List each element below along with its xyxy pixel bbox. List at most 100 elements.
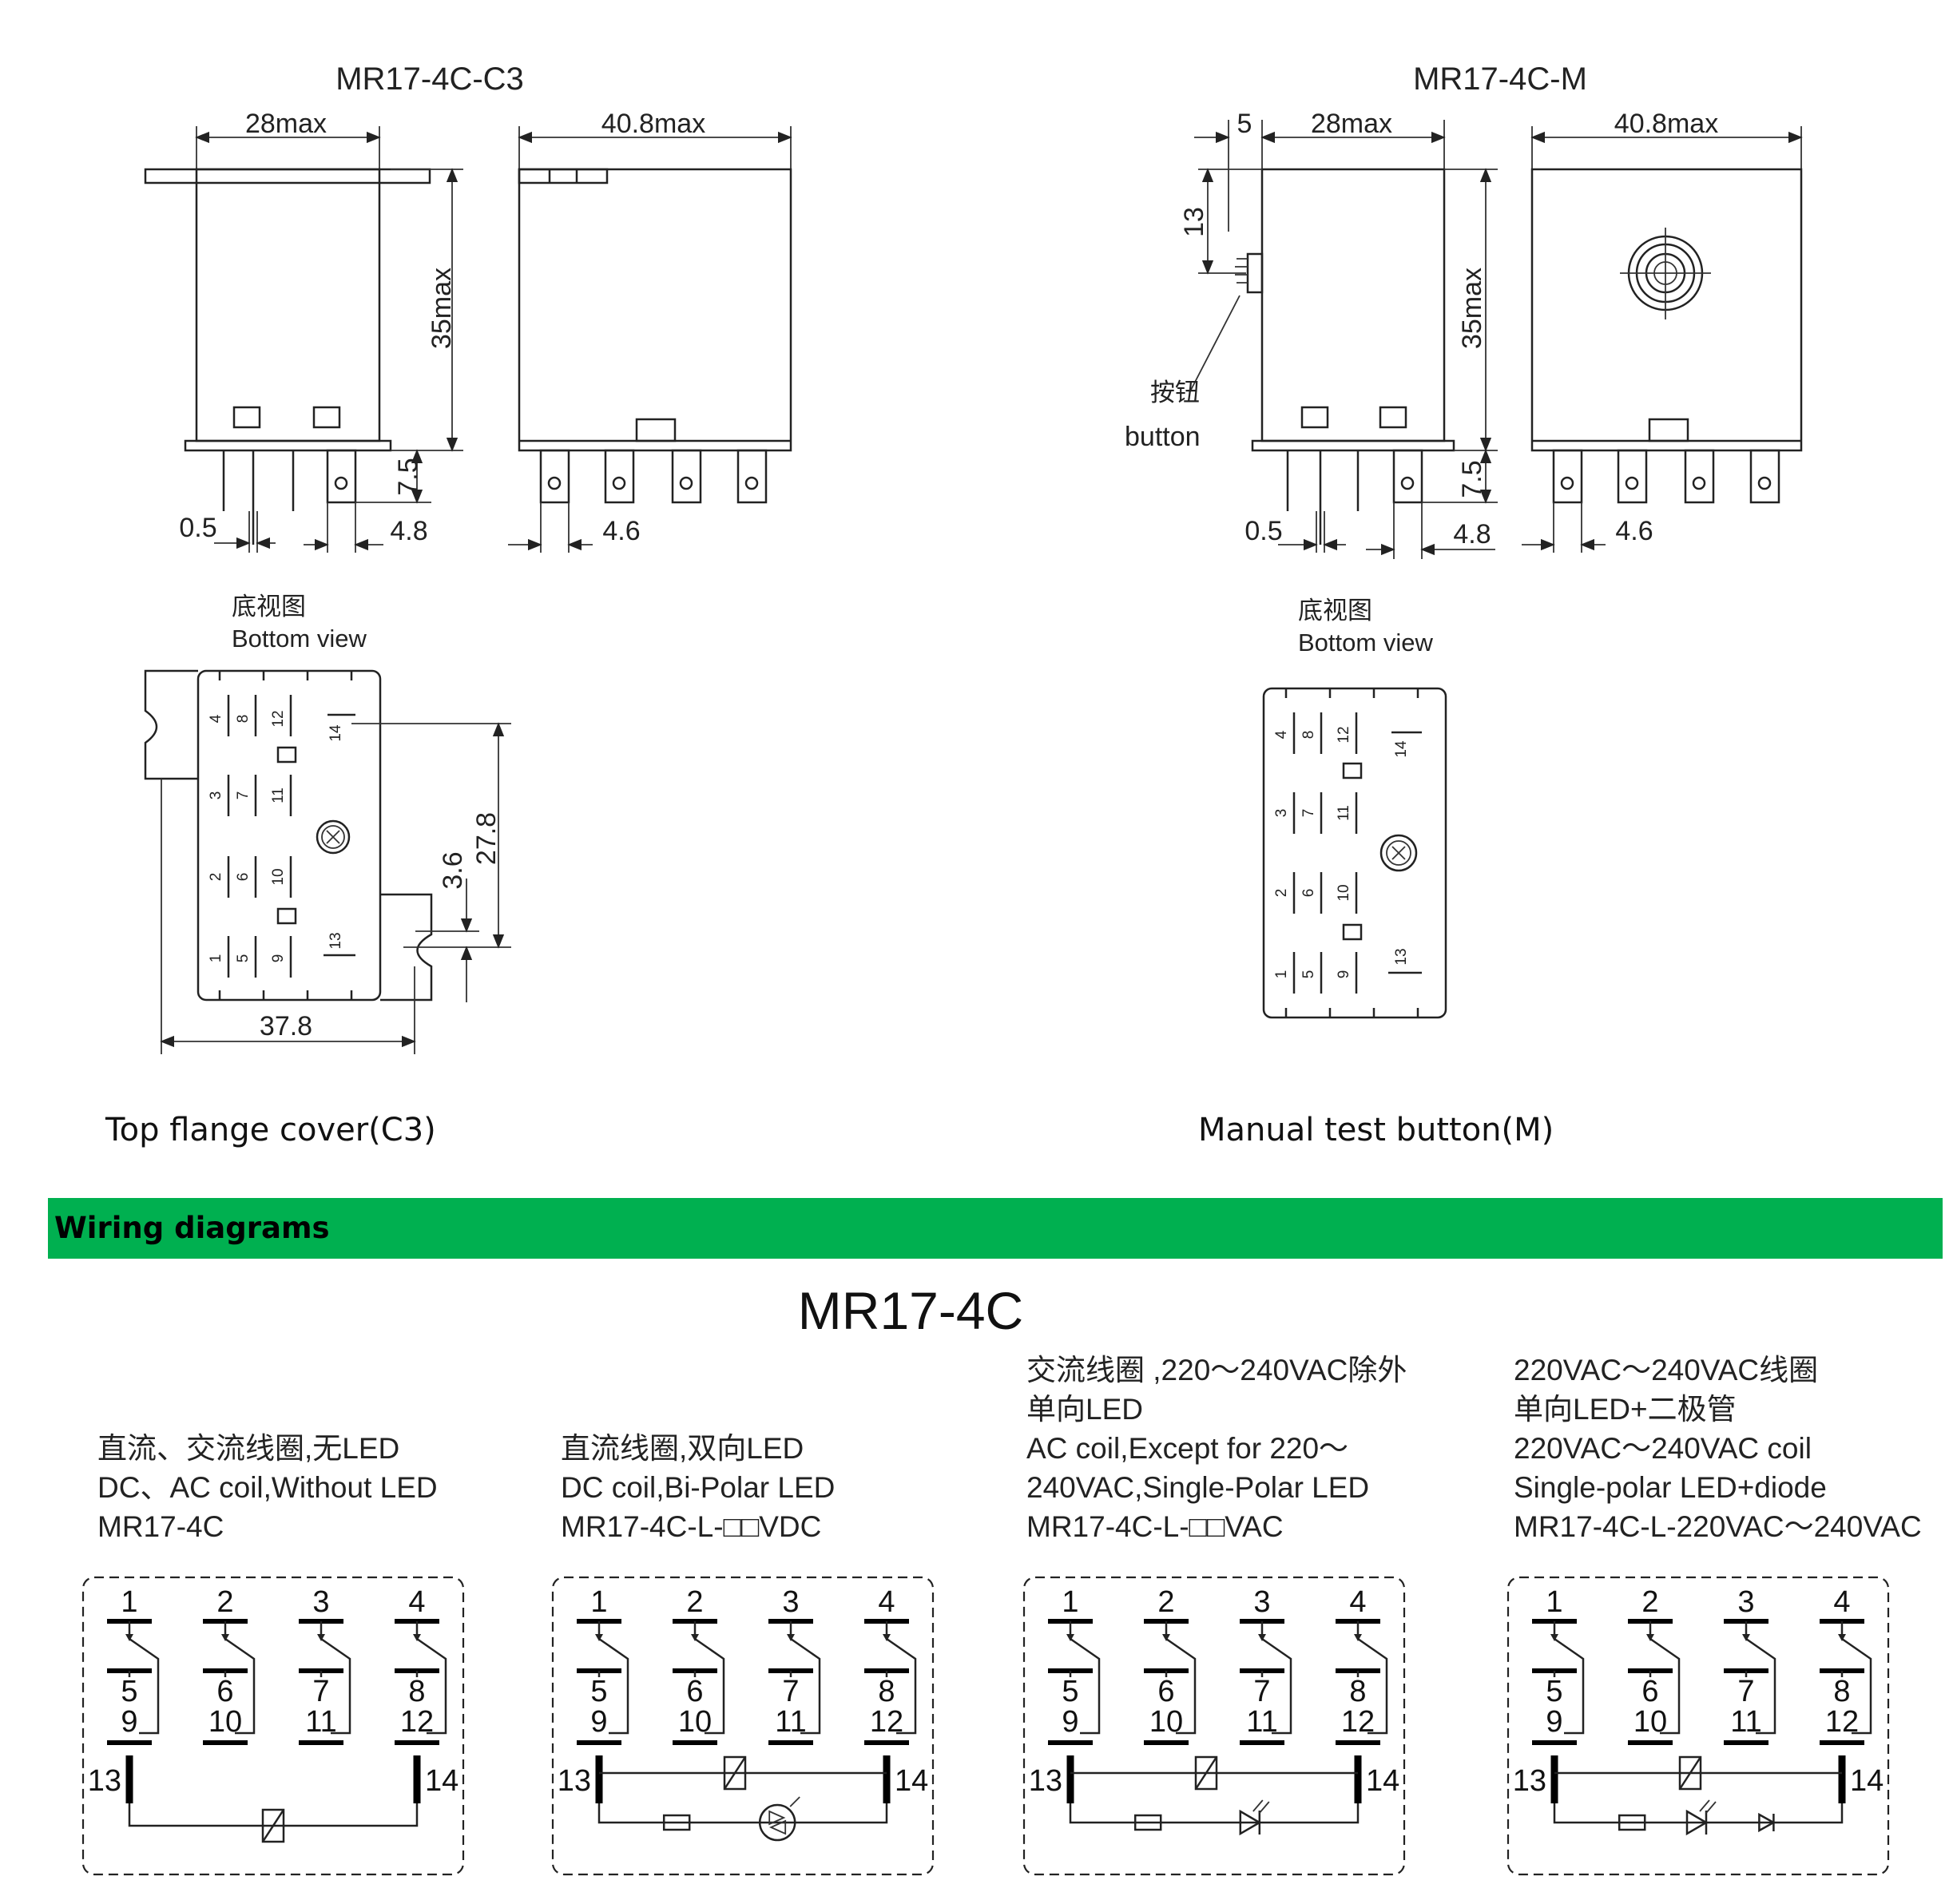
moving-contact-arm [598,1637,629,1735]
led-ray [1699,1799,1710,1812]
m-test-button-front [1620,228,1711,319]
terminal-12: 12 [870,1705,903,1739]
c3-dim-35max: 35max [427,268,457,349]
led-ray [1259,1801,1270,1814]
c3-bottom-view-en: Bottom view [232,625,367,653]
terminal-4: 4 [878,1585,895,1619]
m-front-body [1530,168,1803,452]
m-pin-3: 3 [1273,809,1290,818]
contact-arrow [691,1634,699,1641]
resistor [1133,1814,1162,1831]
terminal-6: 6 [1641,1675,1658,1708]
c3-pin-9: 9 [270,954,287,963]
moving-contact-arm [886,1637,917,1735]
m-dim-35max: 35max [1457,268,1487,349]
contact-arrow [595,1634,603,1641]
variant-4-desc-line: 220VAC～240VAC线圈 [1514,1354,1818,1386]
m-title: MR17-4C-M [1413,61,1587,97]
c3-pin-4: 4 [208,714,224,723]
section-title: Wiring diagrams [54,1211,330,1245]
terminal-1: 1 [590,1585,607,1619]
terminal-10: 10 [1633,1705,1667,1739]
m-dimension-drawing: MR17-4C-M 5 28max 13 按钮 button 35max 7.5 [1125,61,1803,1019]
c3-dimension-drawing: MR17-4C-C3 28max 35max 7.5 0.5 4.8 [144,61,792,1054]
c3-pin-1: 1 [208,954,224,963]
c3-dim-4-8: 4.8 [390,516,427,546]
m-pin-4: 4 [1273,730,1290,739]
caption-c3: Top flange cover(C3) [105,1112,436,1148]
caption-m: Manual test button(M) [1198,1112,1554,1148]
terminal-14: 14 [1366,1764,1399,1798]
terminal-7: 7 [1737,1675,1754,1708]
moving-contact-arm [129,1637,160,1735]
relay-coil-slash [723,1756,747,1790]
variant-4-desc-line: 220VAC～240VAC coil [1514,1432,1812,1465]
terminal-12: 12 [1825,1705,1859,1739]
terminal-10: 10 [1149,1705,1183,1739]
contact-arrow [413,1634,421,1641]
terminal-11: 11 [1246,1705,1277,1739]
terminal-2: 2 [216,1585,233,1619]
c3-pin-7: 7 [235,791,252,800]
contact-arrow [883,1634,891,1641]
terminal-8: 8 [408,1675,425,1708]
moving-contact-arm [416,1637,447,1735]
terminal-10: 10 [678,1705,712,1739]
variant-3-desc-line: 240VAC,Single-Polar LED [1026,1471,1369,1504]
terminal-13: 13 [88,1764,121,1798]
variant-3-desc-line: 交流线圈 ,220～240VAC除外 [1026,1354,1407,1386]
moving-contact-arm [1165,1637,1197,1735]
terminal-14: 14 [895,1764,928,1798]
variant-4-desc-line: 单向LED+二极管 [1514,1393,1737,1426]
variant-2-desc-line: 直流线圈,双向LED [561,1432,804,1465]
m-dim-7-5: 7.5 [1457,460,1487,498]
relay-coil-slash [261,1809,285,1843]
c3-dim-37-8: 37.8 [260,1011,312,1041]
m-bottom-view-body [1262,687,1447,1019]
contact-arrow [221,1634,229,1641]
terminal-11: 11 [1730,1705,1761,1739]
variant-3-desc-line: 单向LED [1026,1393,1143,1426]
c3-pin-10: 10 [270,868,287,885]
m-button-label-cn: 按钮 [1150,379,1200,407]
contact-arrow [1066,1634,1074,1641]
terminal-8: 8 [878,1675,895,1708]
indicator-wire [1553,1803,1844,1824]
m-dim-40-8max: 40.8max [1614,109,1718,139]
terminal-13: 13 [1513,1764,1546,1798]
m-pin-8: 8 [1300,731,1317,740]
c3-front-body [518,168,792,452]
m-dim-13: 13 [1179,207,1209,237]
m-pin-1: 1 [1273,970,1290,979]
moving-contact-arm [694,1637,725,1735]
c3-pin-6: 6 [235,873,252,882]
c3-pin-3: 3 [208,791,224,800]
terminal-11: 11 [305,1705,336,1739]
m-pin-11: 11 [1336,805,1352,821]
moving-contact-arm [1554,1637,1585,1735]
variant-4-desc-line: MR17-4C-L-220VAC～240VAC [1514,1510,1922,1543]
m-pin-6: 6 [1300,889,1317,898]
m-pin-9: 9 [1336,970,1352,979]
m-bottom-view-cn: 底视图 [1298,597,1372,625]
contact-arrow [317,1634,325,1641]
terminal-1: 1 [121,1585,137,1619]
terminal-14: 14 [425,1764,458,1798]
m-pin-7: 7 [1300,809,1317,818]
m-pin-10: 10 [1336,884,1352,901]
terminal-14: 14 [1850,1764,1884,1798]
terminal-10: 10 [208,1705,242,1739]
m-bottom-view-en: Bottom view [1298,629,1433,656]
contact-arrow [1838,1634,1846,1641]
terminal-2: 2 [686,1585,703,1619]
variant-2-desc-line: DC coil,Bi-Polar LED [561,1471,835,1504]
c3-pin-5: 5 [235,954,252,963]
led-ray [1252,1799,1264,1812]
section-bar [48,1198,1943,1259]
terminal-1: 1 [1062,1585,1078,1619]
